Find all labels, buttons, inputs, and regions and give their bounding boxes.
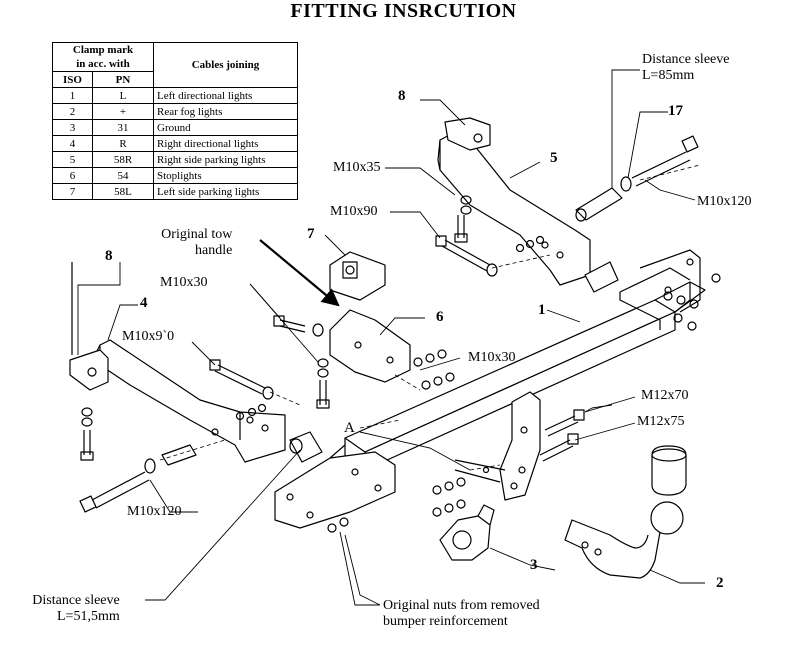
part-number-5: 5 <box>550 150 558 166</box>
clamp-mark-header-line1: Clamp mark <box>72 44 134 56</box>
bolt-m10x90 <box>435 235 498 277</box>
right-end-plate <box>639 249 701 313</box>
bracket-6 <box>329 309 411 383</box>
top-bracket-8 <box>444 117 491 151</box>
nut-cluster-right <box>663 273 721 331</box>
m10x30-mid-label: M10x30 <box>468 350 516 365</box>
part-number-2: 2 <box>716 575 724 591</box>
part-number-7: 7 <box>307 226 315 242</box>
pn-header: PN <box>92 71 154 88</box>
part-number-3: 3 <box>530 557 538 573</box>
distance-sleeve-top <box>575 187 623 293</box>
bolt-m10x90-left <box>209 359 274 400</box>
left-side-arm <box>94 339 286 463</box>
pn-cell: 58R <box>92 151 154 168</box>
original-nuts-label: Original nuts from removed bumper reinfo… <box>383 598 540 630</box>
m10x90-label: M10x90 <box>330 204 378 219</box>
clamp-mark-header: Clamp mark in acc. with <box>52 42 154 72</box>
original-tow-handle-line2: handle <box>195 243 233 258</box>
clamp-mark-header-line2: in acc. with <box>76 58 130 70</box>
nut-cluster-center <box>327 349 466 533</box>
original-nuts-line1: Original nuts from removed <box>383 598 540 613</box>
distance-sleeve-top-label: Distance sleeve L=85mm <box>642 52 729 84</box>
distance-sleeve-bottom-line2: L=51,5mm <box>57 609 120 624</box>
socket-plate <box>439 504 495 561</box>
bolt-m12x70 <box>544 409 585 437</box>
distance-sleeve-bottom-label: Distance sleeve L=51,5mm <box>27 593 120 625</box>
part-number-17: 17 <box>668 103 683 119</box>
original-tow-handle-label: Original tow handle <box>155 227 232 259</box>
m12x70-label: M12x70 <box>641 388 689 403</box>
bolt-m10x35 <box>454 195 472 243</box>
part-number-8-left: 8 <box>105 248 113 264</box>
bolt-m10x30-top <box>273 315 324 337</box>
distance-sleeve-bottom-line1: Distance sleeve <box>32 593 120 608</box>
distance-sleeve-bottom <box>161 431 323 466</box>
m10x120-left-label: M10x120 <box>127 504 182 519</box>
m10x30-top-label: M10x30 <box>160 275 208 290</box>
m10x120-right-label: M10x120 <box>697 194 752 209</box>
nut-cluster-left <box>235 235 545 421</box>
m10x9-0-label: M10x9`0 <box>122 329 175 344</box>
bolt-m10x30-vertical <box>316 358 330 409</box>
desc-cell: Left side parking lights <box>153 183 298 200</box>
original-nuts-line2: bumper reinforcement <box>383 614 508 629</box>
left-mounting-plate <box>274 444 396 529</box>
left-bracket-8 <box>69 262 109 391</box>
clamp-mark-table: Clamp mark in acc. with Cables joining I… <box>52 42 298 200</box>
ball-mount-bracket <box>454 391 541 501</box>
bolt-m12x75 <box>539 433 579 462</box>
original-tow-handle-line1: Original tow <box>161 227 233 242</box>
cross-beam <box>344 267 706 471</box>
desc-cell: Right side parking lights <box>153 151 298 168</box>
point-a-label: A <box>344 420 355 436</box>
bolt-m10x120-right <box>620 135 699 192</box>
bolt-m10x120-left <box>79 458 156 513</box>
m12x75-label: M12x75 <box>637 414 685 429</box>
part-number-6: 6 <box>436 309 444 325</box>
distance-sleeve-top-line1: Distance sleeve <box>642 52 730 67</box>
part-number-4: 4 <box>140 295 148 311</box>
bolt-left-vertical <box>80 407 94 461</box>
part-number-1: 1 <box>538 302 546 318</box>
page-title: FITTING INSRCUTION <box>290 0 517 22</box>
table-row: 2+Rear fog lights <box>52 103 298 120</box>
m10x35-label: M10x35 <box>333 160 381 175</box>
part-number-8-top: 8 <box>398 88 406 104</box>
bracket-7 <box>329 251 386 301</box>
distance-sleeve-top-line2: L=85mm <box>642 68 695 83</box>
tow-ball <box>564 445 687 579</box>
